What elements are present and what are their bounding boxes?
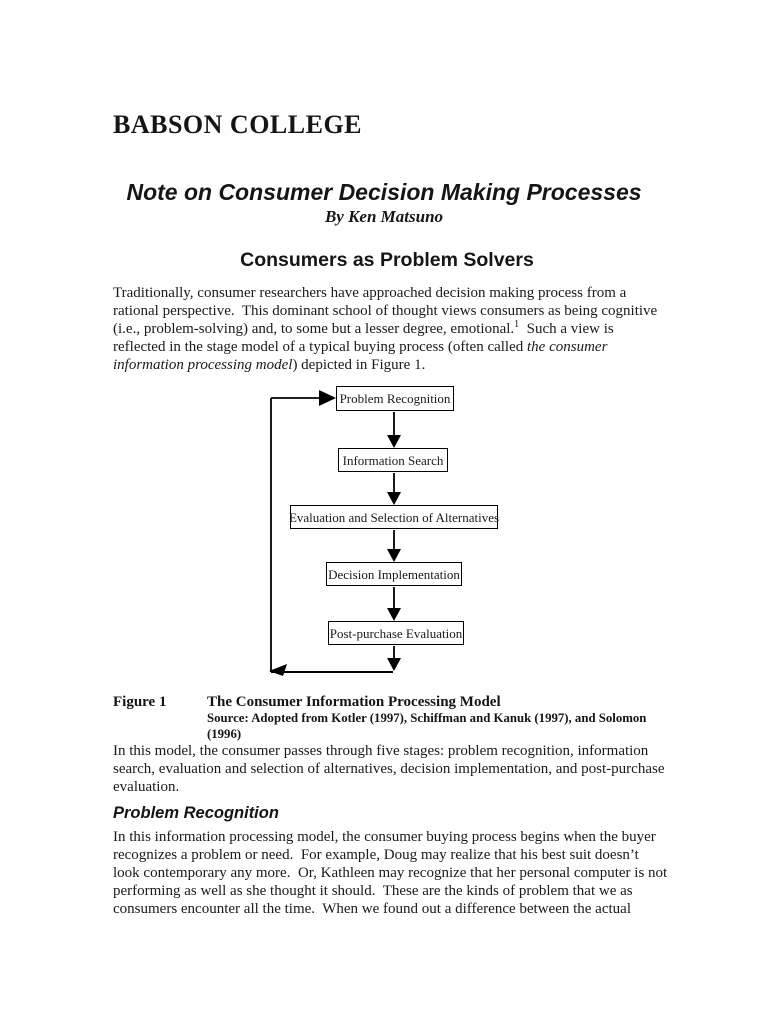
flowchart-stage-evaluation-selection: Evaluation and Selection of Alternatives [289,505,499,529]
model-paragraph: In this model, the consumer passes throu… [113,743,669,795]
figure-source-line1: Source: Adopted from Kotler (1997), Schi… [207,711,647,725]
intro-paragraph: Traditionally, consumer researchers have… [113,284,665,374]
flowchart-stage-information-search: Information Search [338,448,448,472]
problem-recognition-heading: Problem Recognition [113,804,279,822]
flowchart-stage-problem-recognition: Problem Recognition [336,386,454,411]
figure-source-line2: (1996) [207,726,242,741]
italic-model-phrase: the consumer information processing mode… [113,339,612,373]
arrowhead-return-left [269,664,287,676]
college-name: BABSON COLLEGE [113,110,363,139]
figure-caption: Figure 1 The Consumer Information Process… [113,694,665,742]
figure-title: The Consumer Information Processing Mode… [207,694,501,710]
figure-caption-row: Figure 1 The Consumer Information Process… [113,694,665,711]
arrowhead-into-problem-recognition [319,390,336,406]
figure-flowchart: Problem Recognition Information Search E… [0,380,768,680]
intro-text-2: Such a view is reflected in the stage mo… [113,321,618,355]
section-heading: Consumers as Problem Solvers [240,249,534,271]
figure-source: Source: Adopted from Kotler (1997), Schi… [207,711,665,742]
problem-recognition-paragraph: In this information processing model, th… [113,829,671,917]
flowchart-stage-post-purchase-evaluation: Post-purchase Evaluation [328,621,464,645]
flowchart-connectors [269,390,401,676]
document-title: Note on Consumer Decision Making Process… [126,179,642,205]
byline: By Ken Matsuno [324,207,444,226]
intro-text-1: Traditionally, consumer researchers have… [113,285,661,337]
footnote-reference: 1 [514,319,520,330]
flowchart-stage-decision-implementation: Decision Implementation [326,562,462,586]
intro-text-3: ) depicted in Figure 1. [292,357,426,373]
figure-label: Figure 1 [113,694,167,710]
